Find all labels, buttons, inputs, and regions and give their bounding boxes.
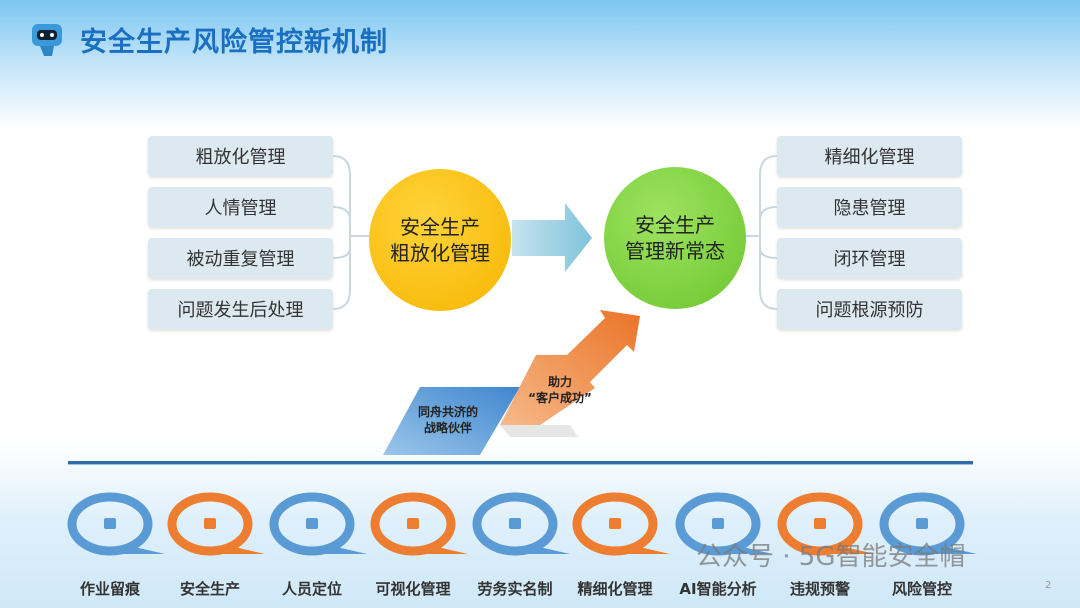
feature-ring-8	[777, 492, 875, 556]
cloud-upload-icon	[712, 518, 724, 529]
users-icon	[204, 518, 216, 529]
feature-ring-7	[675, 492, 773, 556]
feature-label: 精细化管理	[577, 580, 653, 598]
feature-ring-3	[269, 492, 367, 556]
feature-ring-5	[472, 492, 570, 556]
feature-ring-6	[572, 492, 670, 556]
location-pin-icon	[306, 518, 318, 529]
feature-label: 劳务实名制	[477, 580, 553, 598]
cloud-upload-icon	[509, 518, 521, 529]
right-item: 问题根源预防	[777, 289, 962, 329]
right-item: 精细化管理	[777, 136, 962, 176]
to-line2: 管理新常态	[625, 239, 725, 263]
feature-ring-4	[370, 492, 468, 556]
feature-ring-1	[67, 492, 165, 556]
feature-label: 安全生产	[179, 580, 240, 598]
robot-logo-icon	[32, 24, 62, 56]
to-line1: 安全生产	[635, 213, 715, 237]
boost-arrow-shadow	[500, 425, 578, 437]
left-item: 粗放化管理	[148, 136, 333, 176]
right-item: 隐患管理	[777, 187, 962, 227]
left-item: 人情管理	[148, 187, 333, 227]
right-arrow	[512, 203, 592, 272]
boost-line2: “客户成功”	[528, 391, 592, 405]
partner-text: 同舟共济的战略伙伴	[408, 404, 488, 436]
page-number: 2	[1045, 580, 1052, 591]
left-item: 问题发生后处理	[148, 289, 333, 329]
feature-label: 人员定位	[281, 580, 342, 598]
chat-bubble-icon	[407, 518, 419, 529]
feature-label: 风险管控	[891, 580, 952, 598]
partner-line2: 战略伙伴	[423, 421, 472, 435]
feature-label: AI智能分析	[679, 580, 757, 598]
feature-label: 作业留痕	[79, 580, 140, 598]
partner-line1: 同舟共济的	[417, 405, 478, 419]
page-title: 安全生产风险管控新机制	[80, 27, 388, 58]
user-badge-icon	[609, 518, 621, 529]
boost-line1: 助力	[547, 375, 572, 389]
partner-parallelogram	[383, 387, 520, 455]
user-badge-icon	[814, 518, 826, 529]
right-item: 闭环管理	[777, 238, 962, 278]
feature-label: 违规预警	[789, 580, 850, 598]
left-item: 被动重复管理	[148, 238, 333, 278]
feature-ring-2	[167, 492, 265, 556]
cloud-upload-icon	[916, 518, 928, 529]
from-line2: 粗放化管理	[390, 241, 490, 265]
to-circle: 安全生产管理新常态	[604, 167, 746, 309]
document-edit-icon	[104, 518, 116, 529]
boost-text: 助力 “客户成功”	[515, 374, 605, 406]
right-bracket	[746, 155, 778, 310]
feature-ring-9	[879, 492, 977, 556]
from-line1: 安全生产	[400, 215, 480, 239]
separator-line	[68, 461, 973, 465]
from-circle: 安全生产粗放化管理	[369, 169, 511, 311]
feature-label: 可视化管理	[375, 580, 451, 598]
left-bracket	[332, 155, 369, 310]
watermark: 公众号 · 5G智能安全帽	[696, 542, 966, 572]
boost-arrow	[500, 310, 640, 425]
